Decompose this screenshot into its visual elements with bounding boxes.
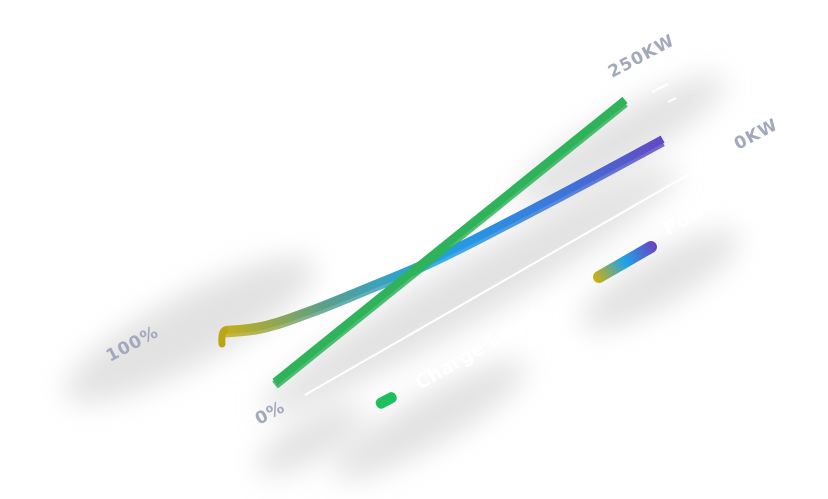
x-axis-baseline <box>304 164 706 396</box>
right-axis-ticks <box>651 83 677 103</box>
legend-swatch-charge-level <box>375 392 397 409</box>
series-line-charge-level[interactable] <box>272 96 628 386</box>
right-axis-max-label: 250KW <box>605 31 678 83</box>
shadows <box>65 76 739 480</box>
left-axis-ticks <box>211 375 248 389</box>
right-axis-min-label: 0KW <box>731 115 782 155</box>
series-line-power[interactable] <box>224 135 665 334</box>
power-line-start-cap <box>218 326 229 348</box>
legend-swatch-power <box>593 241 657 283</box>
series-layer <box>218 96 665 389</box>
